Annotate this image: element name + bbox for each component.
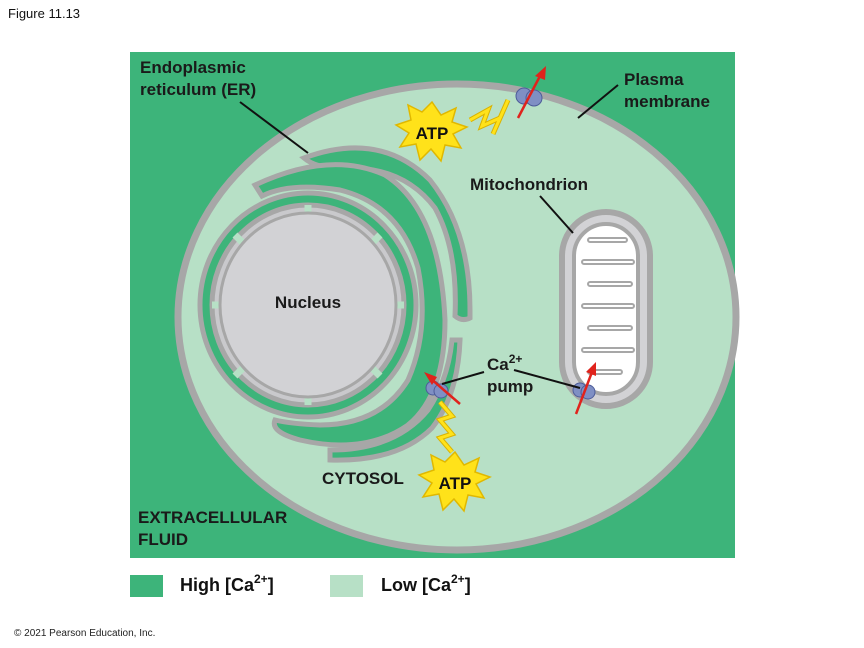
plasma-membrane-label-line1: Plasma: [624, 70, 684, 89]
legend-low-label: Low [Ca2+]: [381, 572, 471, 595]
cytosol-label: CYTOSOL: [322, 469, 404, 488]
copyright: © 2021 Pearson Education, Inc.: [14, 628, 155, 639]
extracellular-label-line2: FLUID: [138, 530, 188, 549]
atp-top-label: ATP: [416, 124, 449, 143]
legend-low-swatch: [330, 575, 363, 597]
legend-high-label: High [Ca2+]: [180, 572, 274, 595]
mitochondrion-label: Mitochondrion: [470, 175, 588, 194]
plasma-membrane-label-line2: membrane: [624, 92, 710, 111]
leader-lines: [239, 84, 619, 389]
nucleus: [218, 211, 398, 399]
atp-bottom-label: ATP: [439, 474, 472, 493]
ca-pump-label-line2: pump: [487, 377, 533, 396]
atp-star-top: [394, 100, 469, 163]
figure-label: Figure 11.13: [8, 6, 80, 21]
nucleus-label: Nucleus: [275, 293, 341, 312]
er-label-line2: reticulum (ER): [140, 80, 256, 99]
atp-star-bottom: [417, 450, 492, 513]
er-label-line1: Endoplasmic: [140, 58, 246, 77]
legend-high-swatch: [130, 575, 163, 597]
extracellular-label-line1: EXTRACELLULAR: [138, 508, 287, 527]
er-main-crescent: [251, 162, 448, 448]
ca-pump-label-line1: Ca2+: [487, 352, 522, 374]
er-lower-sheet: [327, 337, 463, 463]
mitochondrion: [559, 209, 653, 409]
ca-flux-arrows: [424, 66, 596, 415]
